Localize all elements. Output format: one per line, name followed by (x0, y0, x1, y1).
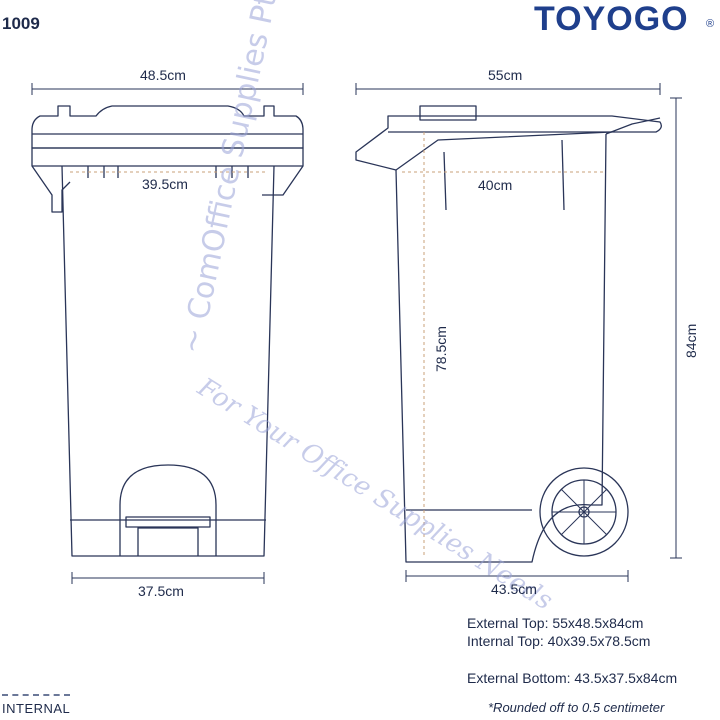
rounding-note: *Rounded off to 0.5 centimeter (488, 700, 665, 715)
brand-logo: TOYOGO (534, 0, 689, 38)
watermark-upper-text: ~ ComOffice Supplies Pte. Ltd. ~ (174, 0, 311, 357)
watermark-lower-text: For Your Office Supplies Needs (191, 372, 557, 616)
svg-text:~ ComOffice Supplies Pte. Ltd.: ~ ComOffice Supplies Pte. Ltd. ~ (174, 0, 311, 357)
front-bottom-width-label: 37.5cm (138, 583, 184, 599)
svg-text:For Your Office Supplies Needs: For Your Office Supplies Needs (191, 372, 557, 616)
registered-mark: ® (706, 18, 715, 30)
inner-height-label: 78.5cm (433, 326, 449, 372)
internal-legend-label: INTERNAL (2, 701, 71, 716)
side-inner-depth-label: 40cm (478, 177, 513, 193)
side-top-depth-label: 55cm (488, 67, 523, 83)
internal-legend-swatch (2, 694, 70, 696)
model-number: 1009 (2, 14, 40, 33)
spec-external-bottom: External Bottom: 43.5x37.5x84cm (467, 670, 678, 686)
front-top-width-label: 48.5cm (140, 67, 186, 83)
side-view-bin (355, 105, 662, 563)
svg-text:78.5cm: 78.5cm (433, 326, 449, 372)
svg-text:84cm: 84cm (683, 324, 699, 358)
spec-external-top: External Top: 55x48.5x84cm (467, 615, 644, 631)
spec-internal-top: Internal Top: 40x39.5x78.5cm (467, 633, 651, 649)
outer-height-label: 84cm (683, 324, 699, 358)
watermark: ~ ComOffice Supplies Pte. Ltd. ~ For You… (174, 0, 558, 616)
front-inner-width-label: 39.5cm (142, 176, 188, 192)
side-bottom-depth-label: 43.5cm (491, 581, 537, 597)
front-view-bin (31, 105, 304, 557)
dimension-lines (31, 83, 682, 584)
internal-dimension-lines (70, 132, 604, 556)
